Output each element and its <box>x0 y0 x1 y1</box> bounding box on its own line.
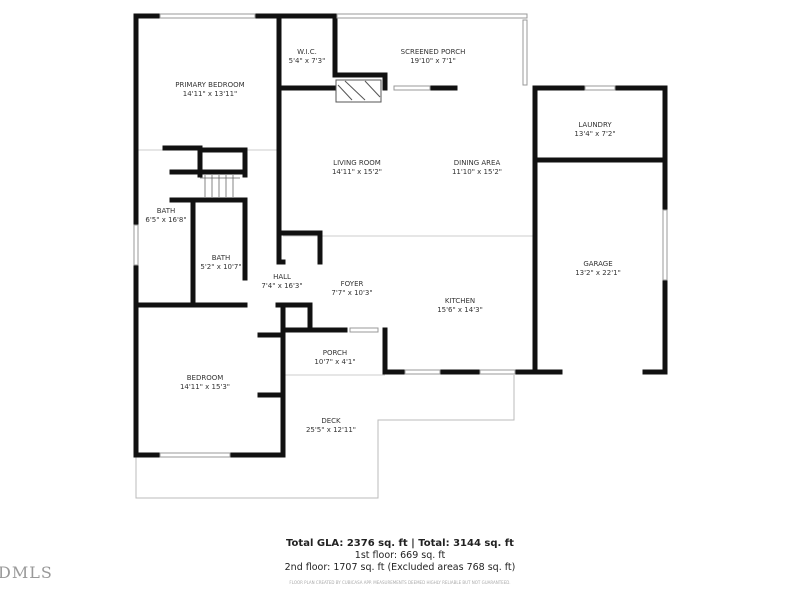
room-name: Porch <box>322 349 348 357</box>
room-living-room: Living Room14'11" x 15'2" <box>332 159 382 177</box>
room-name: Bath <box>156 207 176 215</box>
room-name: Laundry <box>578 121 612 129</box>
total-area: Total GLA: 2376 sq. ft | Total: 3144 sq.… <box>286 538 514 549</box>
walls <box>133 13 668 458</box>
room-dims: 15'6" x 14'3" <box>437 306 483 314</box>
stairs-icon <box>200 175 240 197</box>
room-dims: 6'5" x 16'8" <box>145 216 187 224</box>
room-name: Kitchen <box>444 297 476 305</box>
room-foyer: Foyer7'7" x 10'3" <box>331 280 372 298</box>
room-deck: Deck25'5" x 12'11" <box>306 417 356 435</box>
disclaimer: FLOOR PLAN CREATED BY CUBICASA APP. MEAS… <box>289 580 511 585</box>
room-garage: Garage13'2" x 22'1" <box>575 260 621 278</box>
room-bath-1: Bath6'5" x 16'8" <box>145 207 186 225</box>
fireplace-icon <box>335 79 382 103</box>
room-dims: 19'10" x 7'1" <box>410 57 456 65</box>
room-dims: 14'11" x 13'11" <box>182 90 238 98</box>
room-name: Living Room <box>333 159 381 167</box>
room-hall: Hall7'4" x 16'3" <box>261 273 302 291</box>
room-name: Hall <box>273 273 291 281</box>
room-dims: 14'11" x 15'3" <box>179 383 231 391</box>
room-dims: 5'4" x 7'3" <box>288 57 326 65</box>
room-name: W.I.C. <box>297 48 317 56</box>
room-dims: 10'7" x 4'1" <box>314 358 356 366</box>
room-name: Foyer <box>340 280 364 288</box>
room-dining-area: Dining Area11'10" x 15'2" <box>452 159 502 177</box>
room-name: Primary Bedroom <box>175 81 245 89</box>
room-wic: W.I.C.5'4" x 7'3" <box>289 48 326 66</box>
mls-logo: DMLS <box>0 563 53 582</box>
room-bath-2: Bath5'2" x 10'7" <box>200 254 241 272</box>
room-dims: 13'2" x 22'1" <box>575 269 621 277</box>
room-dims: 13'4" x 7'2" <box>574 130 616 138</box>
room-bedroom: Bedroom14'11" x 15'3" <box>180 374 230 392</box>
room-name: Garage <box>583 260 613 268</box>
room-screened-porch: Screened Porch19'10" x 7'1" <box>401 48 466 66</box>
room-name: Bedroom <box>186 374 224 382</box>
room-name: Deck <box>321 417 341 425</box>
room-dims: 7'7" x 10'3" <box>331 289 373 297</box>
room-primary-bedroom: Primary Bedroom14'11" x 13'11" <box>175 81 244 99</box>
deck-outline <box>135 375 515 499</box>
room-kitchen: Kitchen15'6" x 14'3" <box>437 297 483 315</box>
room-laundry: Laundry13'4" x 7'2" <box>574 121 615 139</box>
room-dims: 5'2" x 10'7" <box>200 263 242 271</box>
second-floor-area: 2nd floor: 1707 sq. ft (Excluded areas 7… <box>284 562 516 573</box>
room-dims: 7'4" x 16'3" <box>261 282 303 290</box>
room-porch: Porch10'7" x 4'1" <box>314 349 355 367</box>
room-dims: 11'10" x 15'2" <box>451 168 503 176</box>
room-name: Bath <box>211 254 231 262</box>
room-dims: 14'11" x 15'2" <box>331 168 383 176</box>
windows <box>133 13 668 458</box>
room-dims: 25'5" x 12'11" <box>305 426 357 434</box>
room-name: Dining Area <box>453 159 501 167</box>
first-floor-area: 1st floor: 669 sq. ft <box>354 550 446 561</box>
room-name: Screened Porch <box>400 48 466 56</box>
area-summary: Total GLA: 2376 sq. ft | Total: 3144 sq.… <box>285 538 516 574</box>
